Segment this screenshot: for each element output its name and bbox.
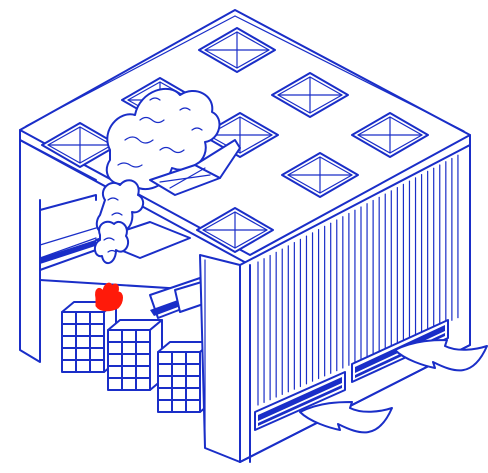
stacked-goods [62,302,212,412]
front-corner-column [200,255,240,462]
stacked-boxes-icon [108,320,162,390]
fire-flame-icon [96,283,123,311]
